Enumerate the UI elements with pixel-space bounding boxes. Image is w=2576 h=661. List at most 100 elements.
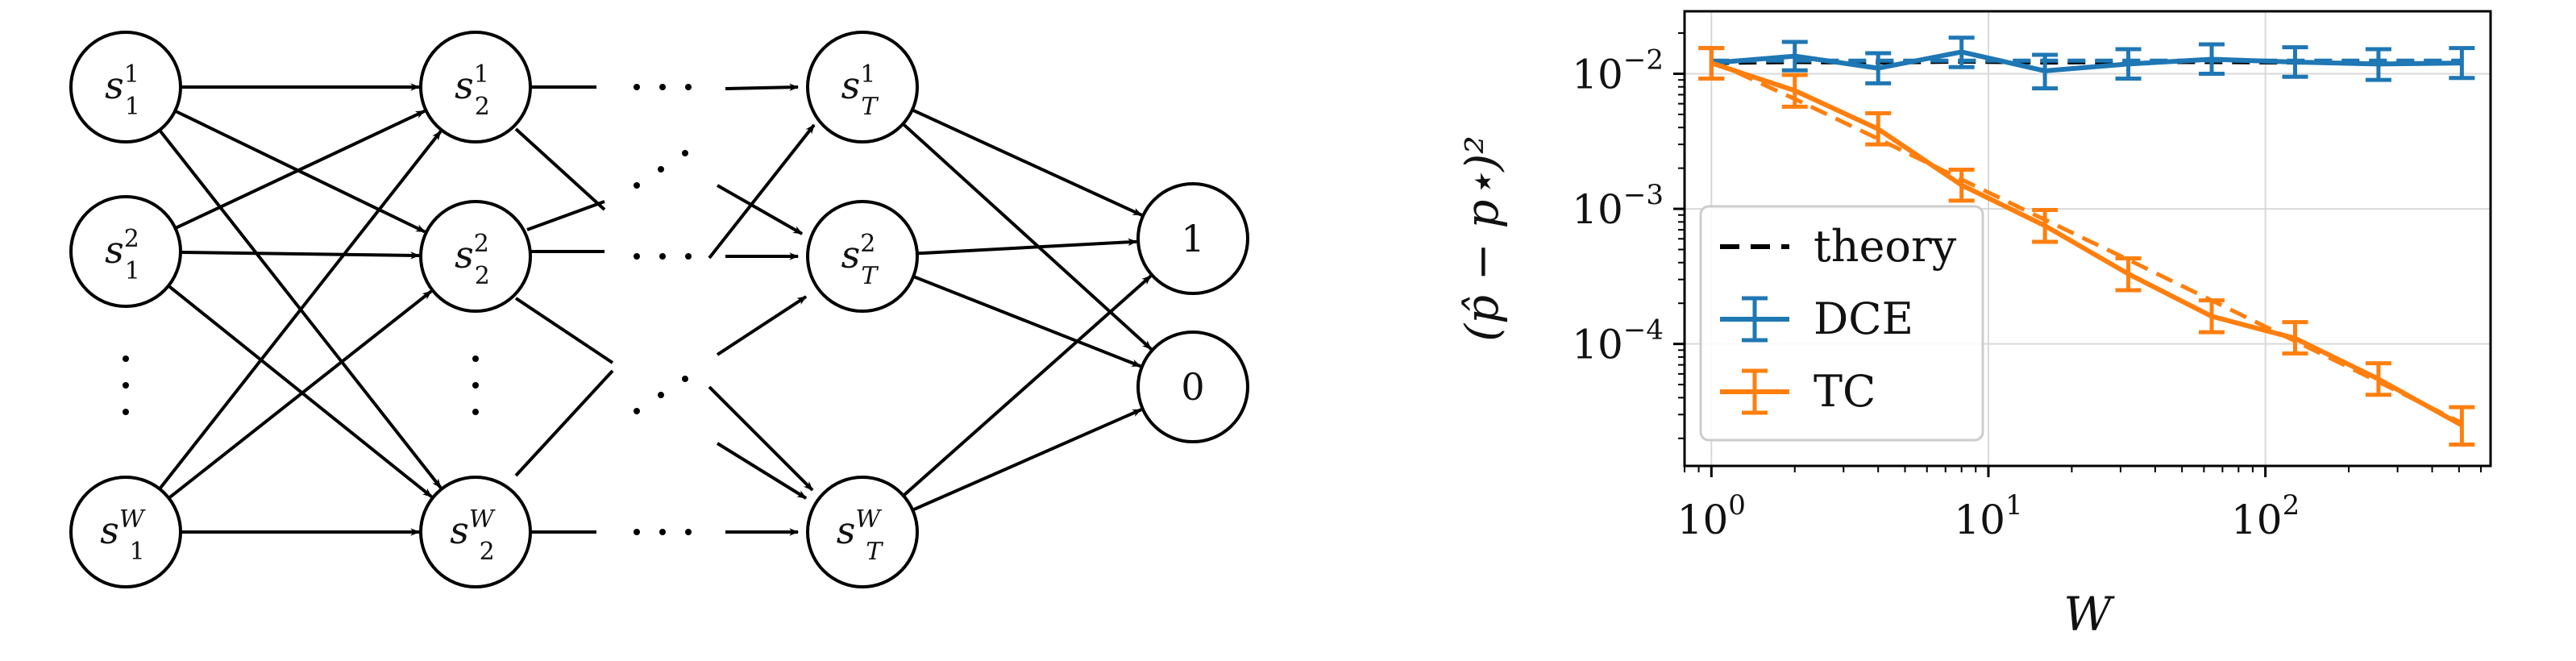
node-label: s1 1 [105,60,140,121]
partial-edge [725,83,800,92]
node-circle [419,200,532,313]
error-bar [2115,47,2142,81]
partial-edge [526,200,605,231]
chart-series [1698,35,2475,447]
y-axis-label: (p̂ − p⋆)² [1456,135,1509,341]
x-axis-label: W [2063,587,2115,642]
legend-item: TC [1720,366,1876,417]
node-label-base: s [105,228,124,272]
node-label-sub: 1 [125,93,140,121]
node-circle [806,200,919,313]
partial-edge [708,385,814,492]
node-label-sup: 2 [124,225,139,253]
legend-label: theory [1814,221,1957,272]
error-bar [1781,73,1808,109]
node-label-sub: T [861,93,879,121]
node-label-base: s [841,64,861,107]
error-bar [1698,46,1725,81]
ellipsis-vertical [123,355,479,415]
node-label-sup: W [119,505,146,534]
node-label-sub: 1 [130,538,145,566]
partial-edge [514,369,614,477]
error-bar [2115,256,2142,293]
partial-edge [708,123,816,260]
series-dashed-3 [1710,58,2463,425]
error-bar [1948,167,1975,203]
partial-edge [716,295,808,356]
node-label-sub: 2 [475,93,490,121]
diagram-edge [180,250,421,260]
node-label-sup: 1 [474,60,489,89]
partial-edge [717,184,804,235]
node-label-base: s [105,64,124,107]
diagram-edge [916,238,1138,256]
diagram-node: 0 [1136,330,1249,443]
node-label-sub: 2 [475,262,490,290]
error-bar [2199,298,2225,335]
diagram-edge [168,289,433,500]
legend-item: DCE [1720,293,1913,344]
node-label: 0 [1181,365,1204,409]
error-bar [2449,405,2475,447]
partial-edge [716,442,808,500]
partial-edges [514,83,816,536]
ellipsis-horizontal [634,84,692,535]
diagram-node: s1 1 [69,31,182,143]
node-circle [806,476,919,588]
x-tick-label: 101 [1954,489,2022,543]
legend-box [1699,205,1984,442]
y-tick-label: 10−2 [1572,44,1664,98]
node-label-sup: 2 [860,230,875,258]
y-tick-label: 10−4 [1572,314,1664,368]
partial-edge [514,127,606,211]
node-label-sup: W [855,505,882,534]
diagram-edge [902,123,1153,351]
ellipsis-diagonal [634,150,688,414]
legend-item: theory [1720,221,1957,272]
node-label-sub: T [866,538,883,566]
diagram-edge [174,109,426,230]
x-tick-label: 102 [2231,489,2300,543]
series-line [1710,60,2463,428]
series-TC [1698,46,2475,447]
diagram-edge [167,284,433,498]
error-bar [2282,45,2308,79]
diagram-edges [158,83,1153,536]
diagram-edge [902,274,1152,497]
node-circle [69,476,182,588]
diagram-edge [912,275,1142,368]
diagram-node: s2 2 [419,200,532,313]
diagram-edge [158,130,442,490]
node-label-base: s [837,509,856,552]
axis-labels: W (p̂ − p⋆)² [1456,135,2115,642]
node-label-sup: W [469,505,496,534]
diagram-edge [911,108,1143,217]
node-circle [419,31,532,143]
node-label-sub: 1 [125,257,140,285]
error-bar [2032,52,2059,91]
node-label-sub: T [861,262,879,290]
node-label-base: s [455,233,474,276]
series-DCE [1698,35,2475,91]
legend-label: DCE [1814,293,1913,344]
x-tick-label: 100 [1677,489,1746,543]
node-label-sup: 2 [474,230,489,258]
node-label-sup: 1 [860,60,875,89]
error-bar [1865,51,1892,85]
node-label-sup: 1 [124,60,139,89]
legend-label: TC [1814,366,1876,417]
